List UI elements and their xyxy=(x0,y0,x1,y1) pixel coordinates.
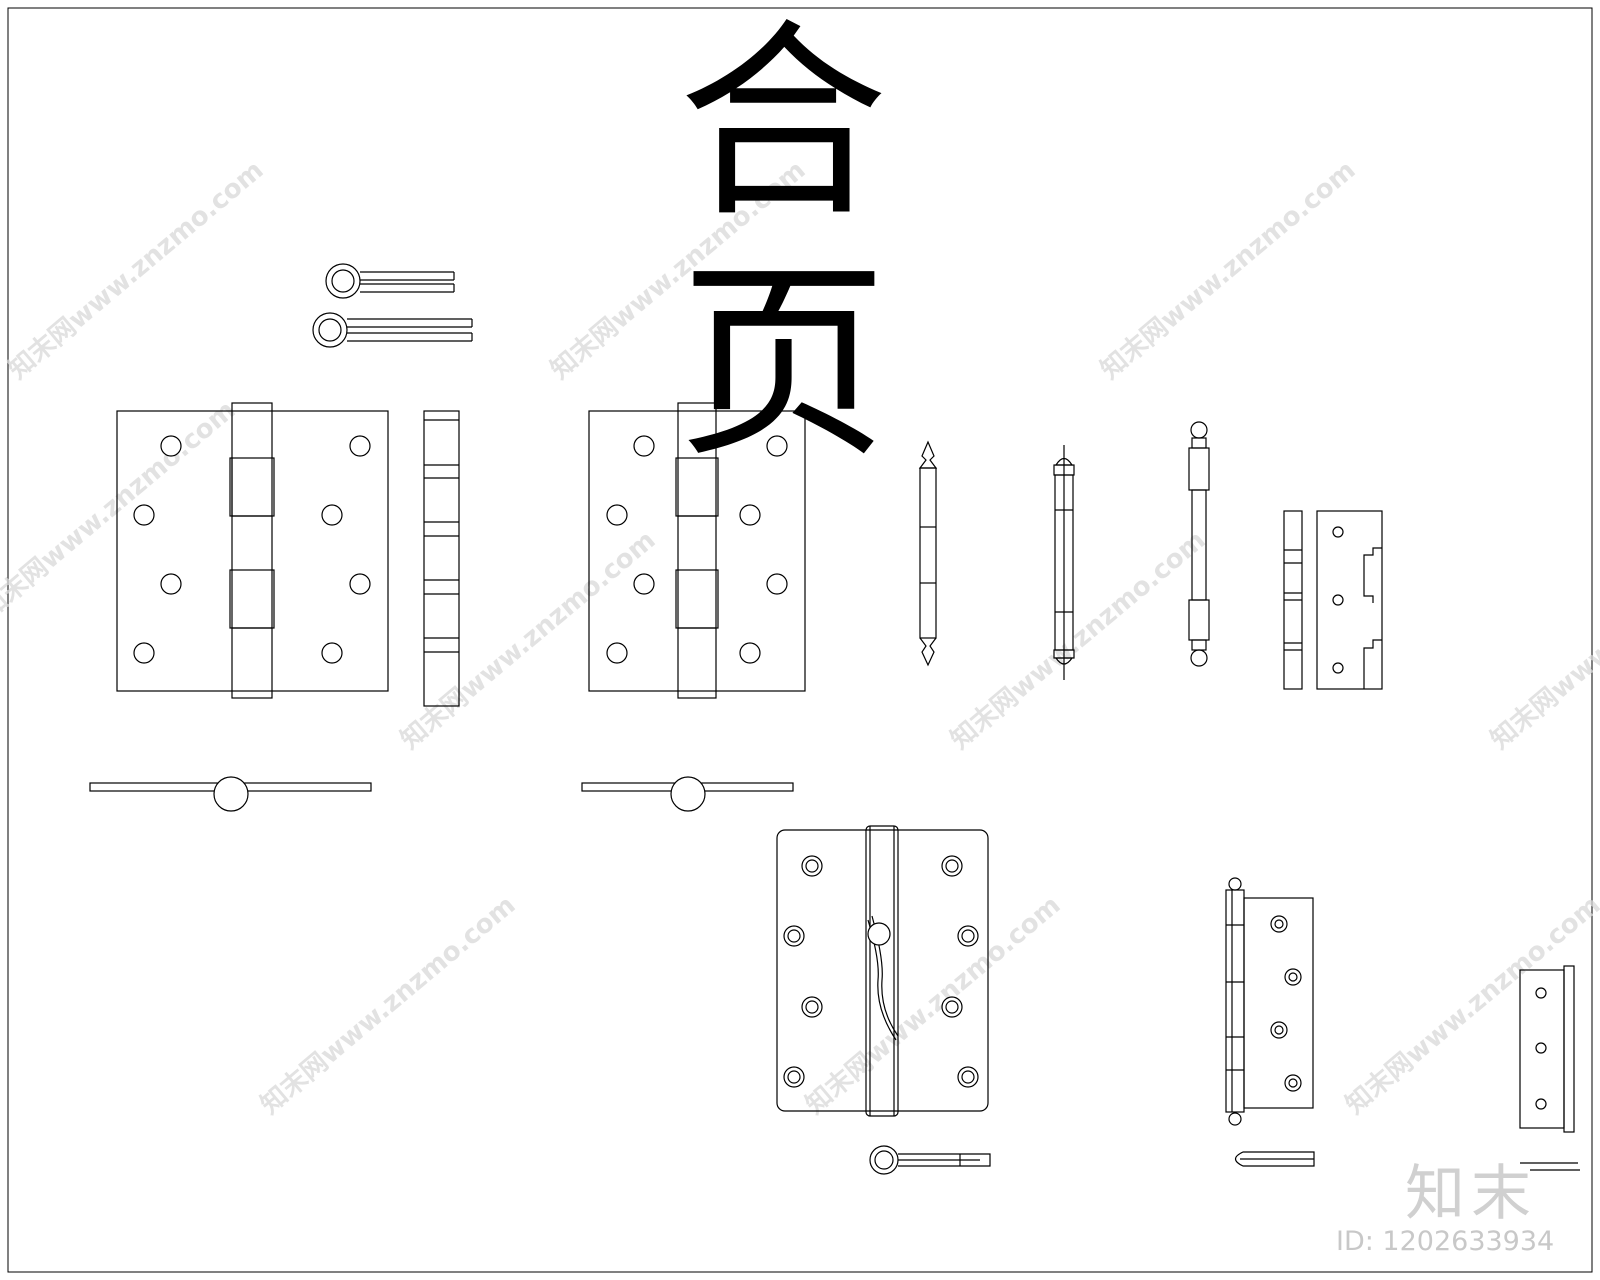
hinge-pin-2 xyxy=(1053,445,1075,680)
butt-hinge-side-view xyxy=(423,410,460,707)
small-hinge-front-view xyxy=(1316,510,1383,690)
watermark: 知末网www.znzmo.com xyxy=(945,525,1211,755)
hinge-pin-1 xyxy=(918,440,938,667)
finial-hinge-front-view xyxy=(1225,877,1314,1126)
watermark-brand: 知末 xyxy=(1405,1159,1537,1229)
watermark: 知末网www.znzmo.com xyxy=(3,155,269,385)
page-title: 合页 xyxy=(677,1,888,486)
hinge-top-view-1 xyxy=(89,776,372,812)
drawing-frame xyxy=(7,7,1593,1273)
spring-hinge-holes xyxy=(783,855,979,1088)
cotter-pin-bottom xyxy=(869,1145,991,1175)
watermark: 知末网www.znzmo.com xyxy=(255,890,521,1120)
butt-hinge-front-view-1 xyxy=(116,402,389,699)
small-hinge-side-view xyxy=(1283,510,1303,690)
cotter-pin-small xyxy=(325,263,455,299)
watermark: 知末网www.znzmo.com xyxy=(1340,890,1600,1120)
watermark: 知末网www.znzmo.com xyxy=(1485,525,1600,755)
watermark: 知末网www.znzmo.com xyxy=(395,525,661,755)
watermark: 知末网www.znzmo.com xyxy=(800,890,1066,1120)
hinge-top-view-2 xyxy=(581,776,794,812)
cotter-pin-large xyxy=(312,312,473,348)
watermark-id: ID: 1202633934 xyxy=(1336,1226,1555,1257)
cotter-pin-finial xyxy=(1234,1151,1315,1167)
watermark: 知末网www.znzmo.com xyxy=(1095,155,1361,385)
small-hinge-bottom-right xyxy=(1519,965,1580,1171)
butt-hinge-front-view-2 xyxy=(588,402,806,699)
watermark: 知末网www.znzmo.com xyxy=(0,395,241,625)
hinge-pin-3 xyxy=(1188,421,1210,667)
spring-hinge-front-view xyxy=(776,825,989,1117)
